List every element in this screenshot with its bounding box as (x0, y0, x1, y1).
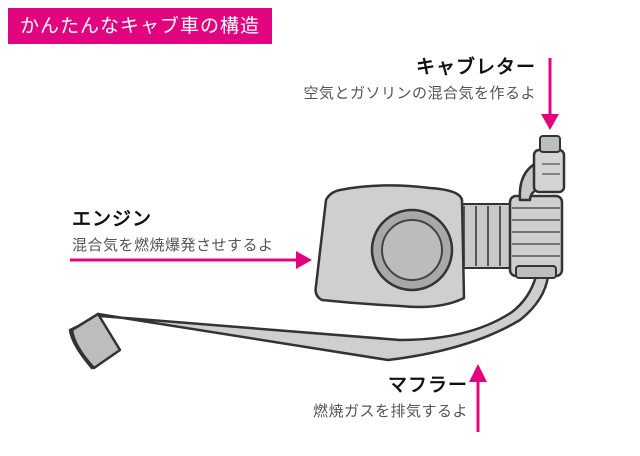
carburetor-desc: 空気とガソリンの混合気を作るよ (303, 84, 536, 102)
muffler-label: マフラー 燃焼ガスを排気するよ (313, 370, 468, 421)
carburetor-name: キャブレター (415, 56, 536, 78)
engine-desc: 混合気を燃焼爆発させするよ (72, 236, 274, 254)
muffler-arrow (469, 364, 487, 432)
muffler-name: マフラー (387, 374, 468, 396)
engine-name: エンジン (72, 208, 153, 230)
engine-label: エンジン 混合気を燃焼爆発させするよ (72, 204, 274, 255)
muffler-desc: 燃焼ガスを排気するよ (312, 402, 468, 420)
carburetor-label: キャブレター 空気とガソリンの混合気を作るよ (303, 52, 536, 103)
carburetor-arrow (541, 58, 559, 130)
page-title: かんたんなキャブ車の構造 (8, 8, 273, 44)
engine-arrow (70, 251, 312, 269)
engine-shape (314, 184, 466, 309)
carburetor-shape (508, 135, 566, 279)
muffler-shape (68, 274, 550, 370)
muffler-tip (70, 312, 122, 370)
